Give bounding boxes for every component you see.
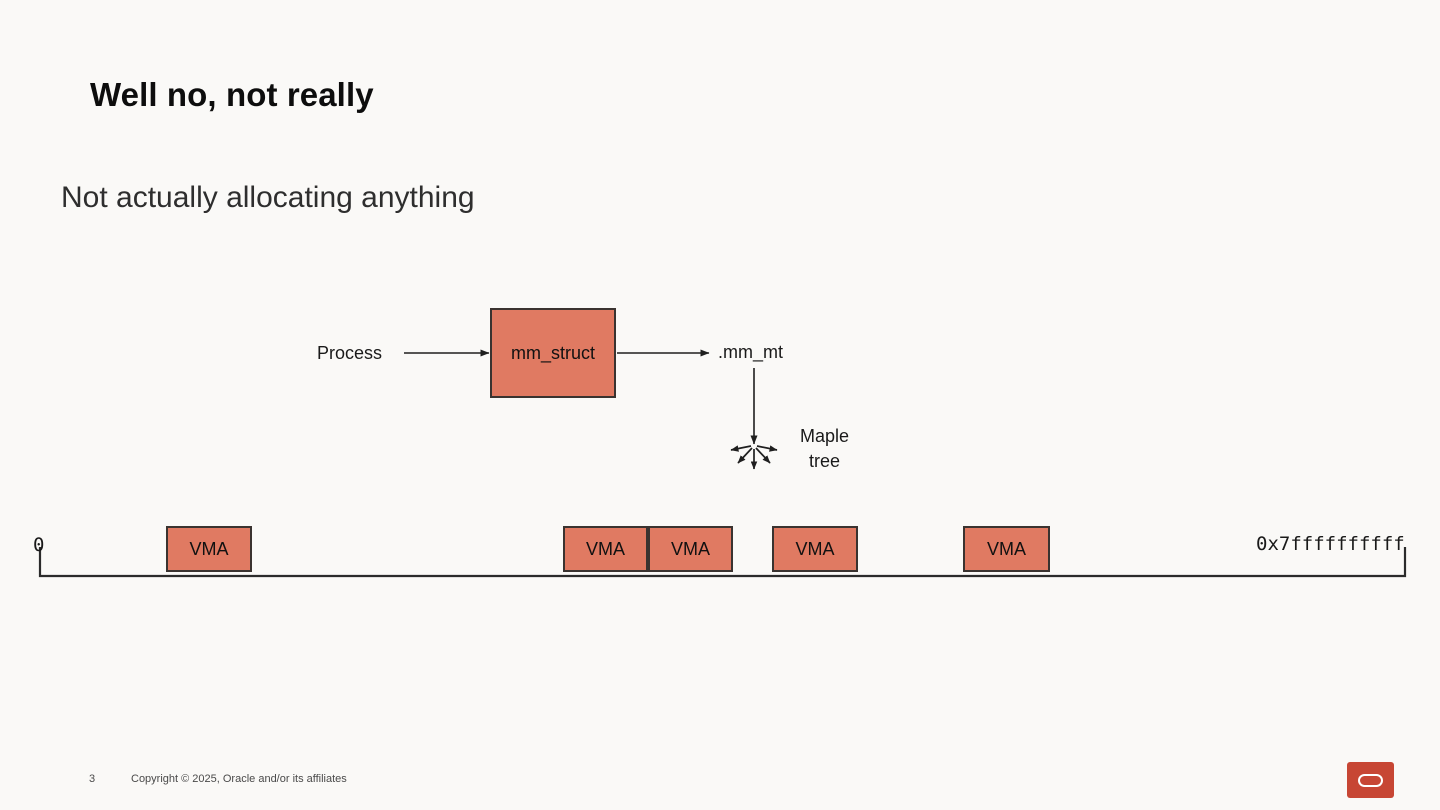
address-start-label: 0 xyxy=(33,534,45,556)
maple-tree-label-line1: Maple xyxy=(800,426,850,446)
vma-box: VMA xyxy=(772,526,858,572)
address-end-label: 0x7ffffffffff xyxy=(1256,533,1405,555)
mm-mt-label: .mm_mt xyxy=(718,342,783,362)
vma-box: VMA xyxy=(563,526,648,572)
maple-tree-label: Maple tree xyxy=(800,424,849,474)
oracle-o-icon xyxy=(1358,773,1383,787)
footer-copyright: Copyright © 2025, Oracle and/or its affi… xyxy=(131,773,347,785)
footer-page-number: 3 xyxy=(89,773,96,785)
oracle-logo xyxy=(1347,762,1394,798)
vma-box: VMA xyxy=(166,526,252,572)
slide-subtitle: Not actually allocating anything xyxy=(61,181,475,214)
address-space-axis xyxy=(38,547,1407,578)
vma-box: VMA xyxy=(963,526,1050,572)
process-label: Process xyxy=(317,343,383,363)
maple-tree-fanout-arrows xyxy=(730,445,778,470)
page-title: Well no, not really xyxy=(90,76,374,113)
maple-tree-label-line2: tree xyxy=(809,451,841,471)
mm-struct-box: mm_struct xyxy=(490,308,616,398)
vma-box: VMA xyxy=(648,526,733,572)
